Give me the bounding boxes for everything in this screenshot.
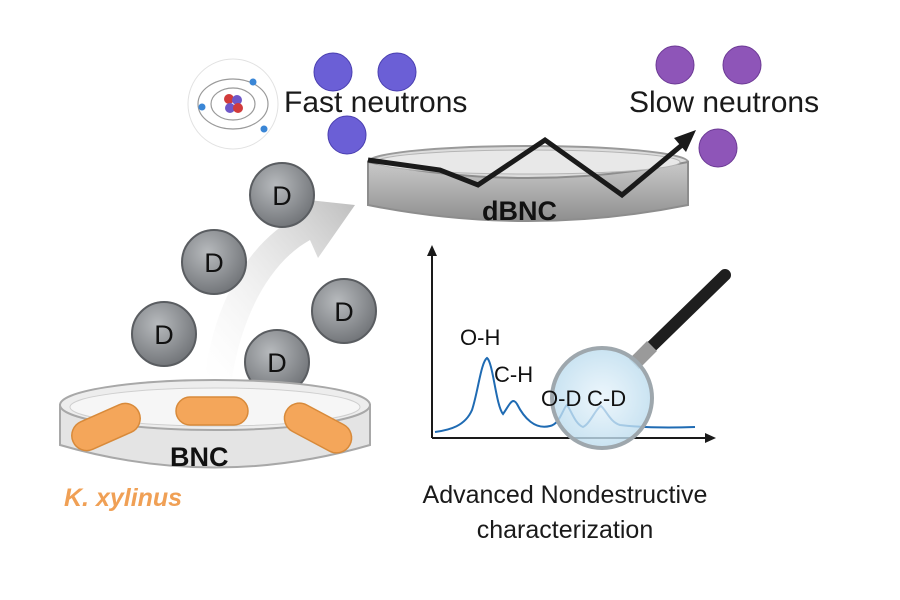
fast-neutron	[313, 52, 353, 92]
slow-neutron	[655, 45, 695, 85]
svg-text:D: D	[204, 248, 224, 278]
atom-icon	[187, 58, 279, 150]
deuterium-atom: D	[181, 229, 247, 295]
fast-neutron	[377, 52, 417, 92]
deuterium-atoms: D D D D D	[131, 162, 377, 395]
peak-label-od: O-D	[541, 386, 581, 411]
deuteration-arrow	[205, 198, 355, 378]
slow-neutrons	[655, 45, 762, 168]
peak-label-ch: C-H	[494, 362, 533, 387]
fast-neutrons	[313, 52, 417, 155]
svg-text:D: D	[154, 320, 174, 350]
magnifying-glass-icon	[550, 269, 731, 450]
slow-neutron	[698, 128, 738, 168]
deuterium-atom: D	[131, 301, 197, 367]
caption-line-2: characterization	[477, 516, 653, 544]
fast-neutron	[327, 115, 367, 155]
svg-text:D: D	[272, 181, 292, 211]
svg-text:D: D	[334, 297, 354, 327]
dbnc-dish	[367, 145, 689, 222]
fast-neutrons-label: Fast neutrons	[284, 86, 467, 119]
peak-label-cd: C-D	[587, 386, 626, 411]
bacterium	[71, 402, 141, 452]
neutron-path	[367, 130, 696, 199]
dbnc-label: dBNC	[482, 196, 557, 226]
bacteria	[71, 396, 353, 454]
peak-label-oh: O-H	[460, 325, 500, 350]
bacterium	[175, 396, 249, 426]
bnc-label: BNC	[170, 442, 229, 472]
organism-label: K. xylinus	[64, 484, 182, 512]
slow-neutron	[722, 45, 762, 85]
bacterium	[283, 402, 353, 454]
slow-neutrons-label: Slow neutrons	[629, 86, 819, 119]
caption-line-1: Advanced Nondestructive	[423, 481, 708, 509]
deuterium-atom: D	[249, 162, 315, 228]
deuterium-atom: D	[311, 278, 377, 344]
svg-text:D: D	[267, 348, 287, 378]
